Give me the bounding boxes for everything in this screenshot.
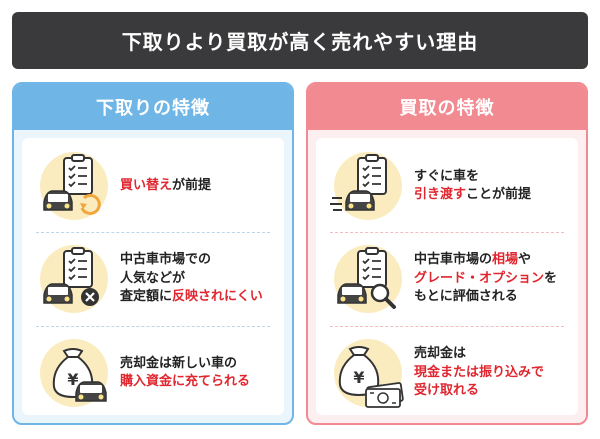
purchase-body: すぐに車を 引き渡すことが前提 中古車市場の相場や グレード・オプショ — [316, 138, 578, 415]
title-banner: 下取りより買取が高く売れやすい理由 — [12, 12, 588, 69]
divider — [330, 232, 564, 233]
trade-in-body: 買い替えが前提 中古車市場での 人気などが 査定額に反映 — [22, 138, 284, 415]
purchase-point-2: 中古車市場の相場や グレード・オプションを もとに評価される — [414, 252, 558, 305]
list-item: 中古車市場での 人気などが 査定額に反映されにくい — [22, 236, 284, 322]
svg-text:¥: ¥ — [353, 368, 364, 387]
list-item: 買い替えが前提 — [22, 144, 284, 228]
moneybag-car-icon: ¥ — [34, 333, 114, 413]
purchase-point-3: 売却金は 現金または振り込みで 受け取れる — [414, 346, 545, 399]
list-item: ¥ 売却金は新しい車の 購入資金に充てられる — [22, 330, 284, 416]
clipboard-car-cross-icon — [34, 239, 114, 319]
divider — [330, 326, 564, 327]
moneybag-bills-icon: ¥ — [328, 333, 408, 413]
clipboard-car-cycle-icon — [34, 146, 114, 226]
trade-in-point-2: 中古車市場での 人気などが 査定額に反映されにくい — [120, 252, 263, 305]
page-title: 下取りより買取が高く売れやすい理由 — [121, 30, 479, 54]
list-item: 中古車市場の相場や グレード・オプションを もとに評価される — [316, 236, 578, 322]
divider — [36, 232, 270, 233]
trade-in-heading: 下取りの特徴 — [14, 84, 292, 130]
trade-in-panel: 下取りの特徴 買い替えが前提 — [12, 82, 294, 425]
svg-text:¥: ¥ — [67, 370, 78, 389]
purchase-heading: 買取の特徴 — [308, 84, 586, 130]
purchase-point-1: すぐに車を 引き渡すことが前提 — [414, 168, 532, 202]
clipboard-car-magnifier-icon — [328, 239, 408, 319]
divider — [36, 326, 270, 327]
purchase-panel: 買取の特徴 すぐに車を 引き渡すことが前提 — [306, 82, 588, 425]
trade-in-point-3: 売却金は新しい車の 購入資金に充てられる — [120, 355, 251, 389]
list-item: すぐに車を 引き渡すことが前提 — [316, 144, 578, 228]
clipboard-car-moving-icon — [328, 146, 408, 226]
trade-in-point-1: 買い替えが前提 — [120, 177, 212, 193]
list-item: ¥ 売却金は 現金または振り込みで 受け取れる — [316, 330, 578, 416]
